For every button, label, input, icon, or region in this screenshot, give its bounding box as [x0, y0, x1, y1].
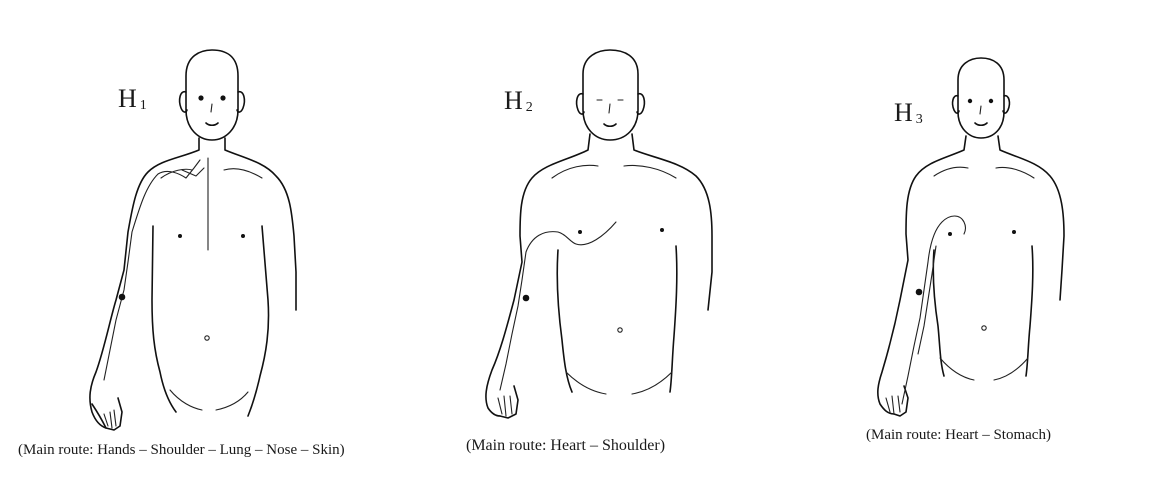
caption-h1: (Main route: Hands – Shoulder – Lung – N… [18, 442, 345, 458]
figure-letter: H [894, 98, 914, 127]
head-outline [178, 49, 246, 141]
figure-subscript: 1 [139, 98, 148, 113]
body-diagram-h3 [877, 57, 1065, 417]
body-diagram-h2 [485, 49, 713, 419]
meridian-route-h3 [901, 215, 967, 405]
meridian-route-h2 [499, 221, 617, 391]
torso-outline [89, 137, 297, 431]
figure-letter: H [118, 84, 138, 113]
torso-outline [877, 135, 1065, 417]
head-outline [951, 57, 1011, 139]
figure-letter: H [504, 86, 524, 115]
torso-outline [485, 133, 713, 419]
head-outline [575, 49, 646, 141]
meridian-route-h1 [103, 159, 205, 381]
figure-subscript: 2 [525, 100, 534, 115]
caption-h2: (Main route: Heart – Shoulder) [466, 437, 666, 454]
body-diagram-h1 [89, 49, 297, 431]
figure-subscript: 3 [915, 112, 924, 127]
caption-h3: (Main route: Heart – Stomach) [866, 427, 1051, 443]
